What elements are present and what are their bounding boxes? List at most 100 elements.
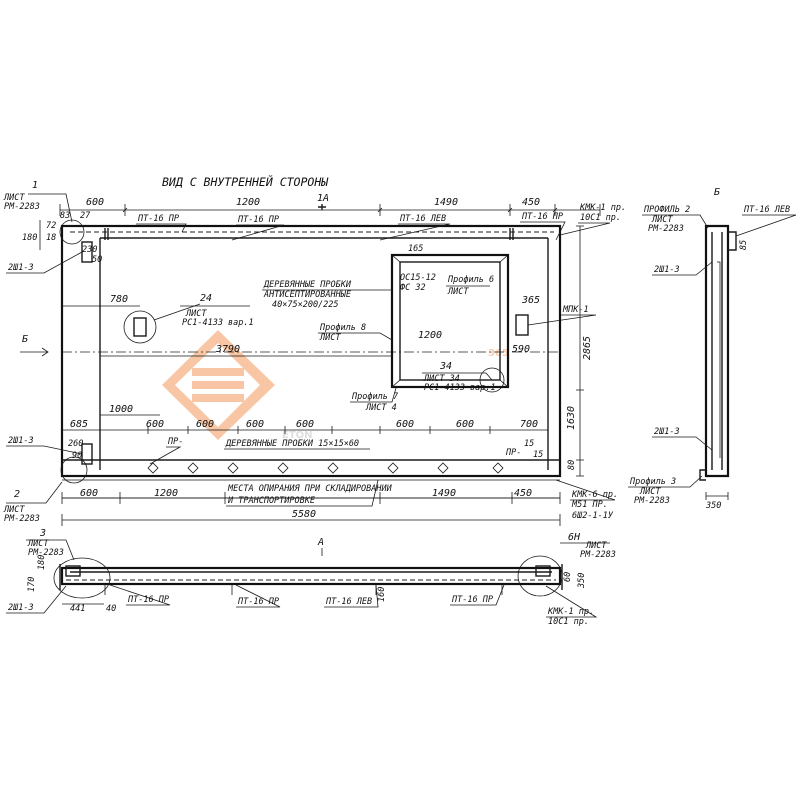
dim-bottom-600: 600 <box>80 488 98 499</box>
profile-6-label: Профиль 6 <box>447 275 494 285</box>
label-pr-b: ПР- <box>505 448 521 458</box>
section-mark-b-left: Б <box>22 334 28 345</box>
label-wood-plugs-2: АНТИСЕПТИРОВАННЫЕ <box>263 290 352 300</box>
embedded-part-icon <box>133 317 147 337</box>
dim-15b: 15 <box>533 450 543 460</box>
dim-600-b: 600 <box>196 419 214 430</box>
dim-50: 50 <box>92 255 102 265</box>
side-profile-2-list: ЛИСТ <box>651 215 673 225</box>
callout-1-list: ЛИСТ <box>3 193 25 203</box>
label-ds1: 10С1 пр. <box>580 213 621 223</box>
callout-34: 34 <box>439 361 452 372</box>
dim-72: 72 <box>46 221 56 231</box>
door-frame-sheet: ФС 32 <box>400 283 426 293</box>
detail-circle-24 <box>123 310 157 344</box>
callout-24-sheet: РС1-4133 вар.1 <box>182 318 254 328</box>
label-support-1: МЕСТА ОПИРАНИЯ ПРИ СКЛАДИРОВАНИИ <box>227 484 393 494</box>
dim-600-a: 600 <box>146 419 164 430</box>
plan-dim-170: 170 <box>27 577 37 592</box>
plan-dim-160: 160 <box>377 587 387 602</box>
plan-pt16pr-1: ПТ-16 ПР <box>127 595 169 605</box>
label-2sh1-3-a: 2Ш1-3 <box>8 263 34 273</box>
dim-1000: 1000 <box>109 404 133 415</box>
label-wood-plugs-1: ДЕРЕВЯННЫЕ ПРОБКИ <box>263 280 352 290</box>
side-section <box>699 224 737 500</box>
label-kmk6: КМК-6 пр. <box>571 490 618 500</box>
plan-pt16pr-3: ПТ-16 ПР <box>451 595 493 605</box>
eton-logo-icon <box>162 330 275 440</box>
section-arrow-left <box>20 347 49 357</box>
dim-83: 83 <box>60 211 70 221</box>
plan-callout-3-sheet: РМ-2283 <box>28 548 64 558</box>
label-6sh2: 6Ш2-1-1У <box>572 511 614 521</box>
plan-dim-350: 350 <box>577 573 587 589</box>
section-mark-a-top: 1А <box>317 193 329 204</box>
dim-bottom-1200: 1200 <box>154 488 178 499</box>
callout-34-sheet: РС1-4133 вар.1 <box>424 383 496 393</box>
profile-8-label: Профиль 8 <box>319 323 366 333</box>
dim-1200: 1200 <box>418 330 442 341</box>
plan-ds1: 10С1 пр. <box>548 617 589 627</box>
plan-callout-6n: 6Н <box>568 532 581 543</box>
dim-15a: 15 <box>524 439 534 449</box>
side-profile-3: Профиль 3 <box>629 477 676 487</box>
label-wood-plugs-small: ДЕРЕВЯННЫЕ ПРОБКИ 15×15×60 <box>225 439 359 449</box>
profile-8-list: ЛИСТ <box>319 333 341 343</box>
dim-600-c: 600 <box>246 419 264 430</box>
callout-1-sheet: РМ-2283 <box>4 202 40 212</box>
callout-2: 2 <box>14 489 20 500</box>
side-2sh1-3-a: 2Ш1-3 <box>654 265 680 275</box>
label-support-2: И ТРАНСПОРТИРОВКЕ <box>227 496 316 506</box>
dim-18: 18 <box>46 233 56 243</box>
dim-bottom-450: 450 <box>514 488 532 499</box>
plan-callout-6n-sheet: РМ-2283 <box>580 550 616 560</box>
label-pr-a: ПР- <box>167 437 183 447</box>
left-dims: 180 72 18 83 27 230 50 260 90 <box>22 211 102 461</box>
dim-27: 27 <box>80 211 91 221</box>
plan-label-2sh1-3: 2Ш1-3 <box>8 603 34 613</box>
wood-plugs-row <box>147 462 504 474</box>
dim-165a: 165 <box>408 244 423 254</box>
plan-dim-441: 441 <box>70 604 85 614</box>
dim-600-d: 600 <box>296 419 314 430</box>
plan-pt16lev: ПТ-16 ЛЕВ <box>325 597 372 607</box>
dim-600-f: 600 <box>456 419 474 430</box>
plan-callout-3-list: ЛИСТ <box>27 539 49 549</box>
label-pt16pr-c: ПТ-16 ПР <box>521 212 563 222</box>
label-2sh1-3-b: 2Ш1-3 <box>8 436 34 446</box>
dim-top-450: 450 <box>522 197 540 208</box>
label-mpk1: МПК-1 <box>562 305 589 315</box>
side-profile-3-sheet: РМ-2283 <box>634 496 670 506</box>
watermark-number: 365 <box>488 348 509 359</box>
plan-dim-60: 60 <box>563 572 573 582</box>
side-profile-2-sheet: РМ-2283 <box>648 224 684 234</box>
dim-180: 180 <box>22 233 37 243</box>
callout-2-list: ЛИСТ <box>3 505 25 515</box>
label-kmk1: КМК-1 пр. <box>579 203 626 213</box>
dim-80: 80 <box>567 460 577 470</box>
dim-230: 230 <box>82 245 97 255</box>
section-mark-a-bottom: А <box>317 537 324 548</box>
dim-total-5580: 5580 <box>292 509 316 520</box>
watermark: ETON 365 <box>162 330 509 441</box>
plan-kmk1: КМК-1 пр. <box>547 607 594 617</box>
door-frame-mark: ОС15-12 <box>400 273 436 283</box>
dim-2865: 2865 <box>582 336 593 360</box>
detail-circle-6n <box>517 555 563 597</box>
dim-bottom-1490: 1490 <box>432 488 456 499</box>
profile-6-list: ЛИСТ <box>447 287 469 297</box>
side-2sh1-3-b: 2Ш1-3 <box>654 427 680 437</box>
plan-pt16pr-2: ПТ-16 ПР <box>237 597 279 607</box>
callout-24-list: ЛИСТ <box>185 309 207 319</box>
plan-callout-3: 3 <box>39 528 46 539</box>
section-arrow-top <box>318 204 326 210</box>
plan-view <box>53 555 563 599</box>
drawing-title: ВИД С ВНУТРЕННЕЙ СТОРОНЫ <box>162 174 329 189</box>
detail-circle-3 <box>53 557 111 599</box>
section-mark-b-right: Б <box>714 187 720 198</box>
detail-circle-1 <box>59 219 85 245</box>
watermark-brand: ETON <box>282 430 313 441</box>
label-pt16pr-b: ПТ-16 ПР <box>237 215 279 225</box>
side-profile-2: ПРОФИЛЬ 2 <box>643 205 690 215</box>
right-dims: 2865 1630 80 <box>566 225 593 477</box>
